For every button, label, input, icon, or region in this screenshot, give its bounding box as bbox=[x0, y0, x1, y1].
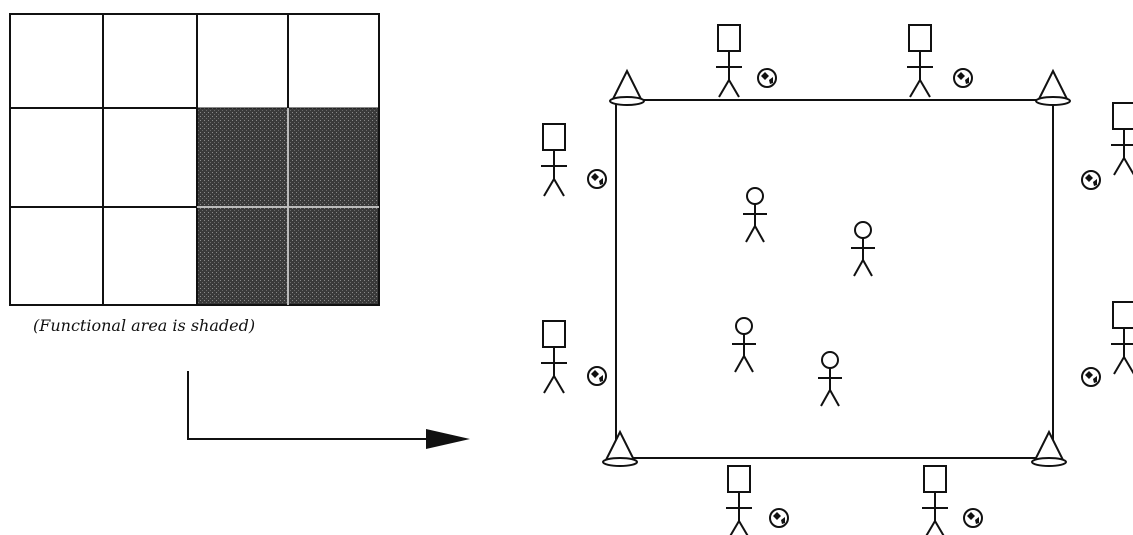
soccer-ball-icon bbox=[587, 169, 607, 189]
pitch-zone-grid bbox=[9, 13, 380, 306]
server-player-icon bbox=[541, 320, 567, 394]
soccer-ball-icon bbox=[769, 508, 789, 528]
cone-icon bbox=[1031, 429, 1067, 467]
inside-player-icon bbox=[743, 187, 767, 243]
arrow bbox=[187, 371, 470, 449]
grid-caption: (Functional area is shaded) bbox=[33, 316, 255, 335]
server-player-icon bbox=[541, 123, 567, 197]
soccer-ball-icon bbox=[587, 366, 607, 386]
soccer-ball-icon bbox=[757, 68, 777, 88]
server-player-icon bbox=[907, 24, 933, 98]
server-player-icon bbox=[922, 465, 948, 535]
soccer-ball-icon bbox=[1081, 367, 1101, 387]
soccer-ball-icon bbox=[963, 508, 983, 528]
server-player-icon bbox=[716, 24, 742, 98]
inside-player-icon bbox=[818, 351, 842, 407]
cone-icon bbox=[1035, 68, 1071, 106]
soccer-ball-icon bbox=[1081, 170, 1101, 190]
soccer-ball-icon bbox=[953, 68, 973, 88]
server-player-icon bbox=[726, 465, 752, 535]
field-boundary bbox=[615, 99, 1054, 459]
cone-icon bbox=[609, 68, 645, 106]
server-player-icon bbox=[1111, 102, 1133, 176]
cone-icon bbox=[602, 429, 638, 467]
inside-player-icon bbox=[732, 317, 756, 373]
server-player-icon bbox=[1111, 301, 1133, 375]
grid-border bbox=[9, 13, 380, 306]
inside-player-icon bbox=[851, 221, 875, 277]
